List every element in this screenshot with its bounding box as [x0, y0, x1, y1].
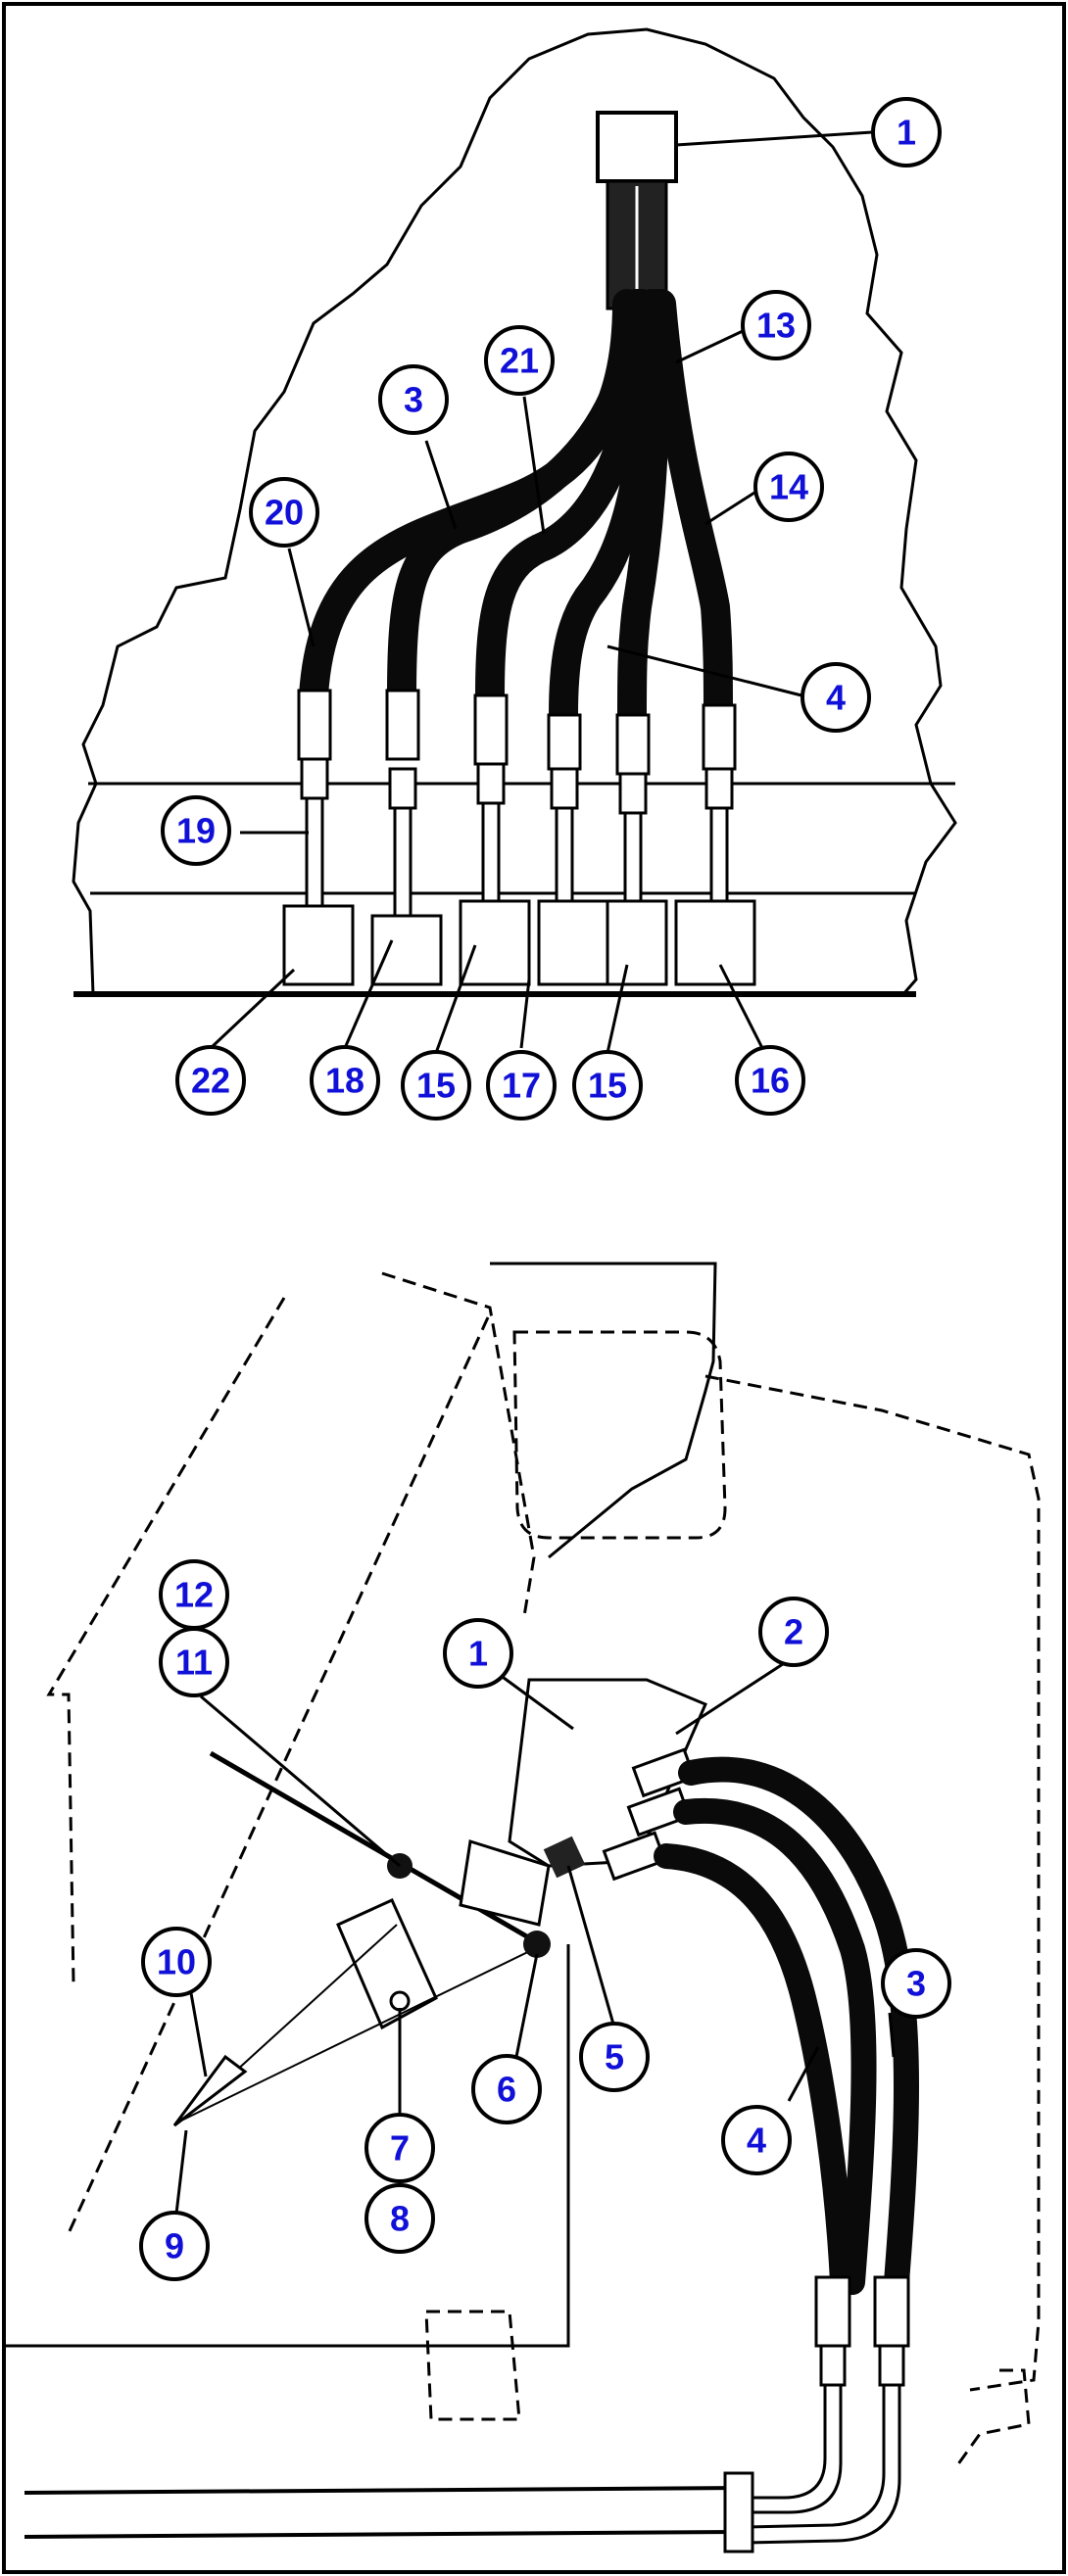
- top-callouts: 1 13 3 21 14 20 4 19 22 18 15 17 15 16: [161, 97, 942, 1121]
- tube-a: [745, 2385, 827, 2500]
- svg-text:12: 12: [174, 1575, 214, 1615]
- callout-1-bottom: 1: [443, 1618, 513, 1689]
- callout-5: 5: [579, 2022, 650, 2092]
- callout-15-a: 15: [401, 1050, 471, 1121]
- callout-13: 13: [741, 290, 811, 360]
- lever-tip: [172, 2054, 248, 2127]
- tube-c: [744, 2385, 886, 2529]
- top-hose-fittings: [297, 689, 737, 815]
- svg-text:7: 7: [390, 2128, 410, 2169]
- callout-1-top: 1: [871, 97, 942, 167]
- svg-text:13: 13: [756, 306, 796, 346]
- top-valve-blocks: [282, 899, 756, 986]
- valve-lower: [459, 1839, 551, 1927]
- dashed-outline-left-b: [67, 1316, 490, 2234]
- callout-9: 9: [139, 2211, 210, 2281]
- svg-text:1: 1: [897, 113, 916, 153]
- bottom-callouts: 12 11 1 2 10 3 5 6 4 7 8 9: [139, 1559, 951, 2281]
- dashed-window: [512, 1330, 727, 1540]
- svg-text:14: 14: [769, 467, 808, 507]
- callout-6: 6: [471, 2054, 542, 2124]
- svg-text:6: 6: [497, 2070, 516, 2110]
- callout-2: 2: [758, 1597, 829, 1667]
- top-view: 1 13 3 21 14 20 4 19 22 18 15 17 15 16: [72, 27, 957, 1121]
- tube-b: [745, 2385, 843, 2514]
- dashed-outline-left-a: [46, 1297, 286, 1984]
- callout-3-top: 3: [378, 364, 449, 435]
- callout-14: 14: [753, 452, 824, 522]
- bottom-hose-end-fittings: [814, 2275, 910, 2387]
- svg-text:4: 4: [747, 2121, 766, 2161]
- dashed-lower-box: [424, 2310, 521, 2421]
- callout-19: 19: [161, 795, 231, 866]
- svg-text:17: 17: [502, 1066, 541, 1106]
- frame-rail-top: [24, 2486, 746, 2495]
- pivot-bolt-7: [389, 1990, 411, 2012]
- svg-text:20: 20: [265, 493, 304, 533]
- bottom-hoses: [654, 1756, 919, 2295]
- callout-12: 12: [159, 1559, 229, 1630]
- svg-text:15: 15: [416, 1066, 456, 1106]
- manifold-block: [596, 111, 678, 183]
- callout-11: 11: [159, 1627, 229, 1697]
- top-leaders: [209, 130, 873, 1054]
- dashed-outline-top: [381, 1271, 536, 1617]
- bottom-fittings: [602, 1747, 697, 1882]
- svg-text:18: 18: [325, 1061, 364, 1101]
- valve-port-5: [543, 1836, 586, 1879]
- callout-18: 18: [310, 1045, 380, 1116]
- svg-text:22: 22: [191, 1061, 230, 1101]
- svg-text:4: 4: [826, 678, 846, 718]
- callout-17: 17: [486, 1050, 557, 1121]
- callout-20: 20: [249, 477, 319, 548]
- svg-text:10: 10: [157, 1942, 196, 1982]
- callout-22: 22: [175, 1045, 246, 1116]
- callout-15-b: 15: [572, 1050, 643, 1121]
- top-breakout-outline: [72, 27, 957, 995]
- callout-8: 8: [364, 2183, 435, 2254]
- panel-lower: [5, 1944, 570, 2348]
- svg-text:5: 5: [605, 2037, 624, 2077]
- callout-21: 21: [484, 325, 555, 396]
- svg-text:2: 2: [784, 1612, 803, 1652]
- svg-text:15: 15: [588, 1066, 627, 1106]
- tube-clamp: [723, 2471, 754, 2553]
- svg-text:11: 11: [175, 1643, 213, 1683]
- callout-4-top: 4: [801, 662, 871, 733]
- svg-text:3: 3: [906, 1964, 926, 2004]
- top-hoses: [299, 289, 733, 730]
- callout-3-bottom: 3: [881, 1948, 951, 2019]
- control-rod: [209, 1750, 551, 1952]
- frame-rail-bottom: [24, 2530, 736, 2539]
- callout-4-bottom: 4: [721, 2105, 792, 2175]
- callout-7: 7: [364, 2113, 435, 2183]
- svg-text:9: 9: [165, 2226, 184, 2266]
- svg-text:16: 16: [751, 1061, 790, 1101]
- tube-d: [744, 2385, 901, 2545]
- callout-16: 16: [735, 1045, 805, 1116]
- mounting-bracket: [336, 1898, 438, 2030]
- bottom-leaders: [174, 1658, 896, 2215]
- pivot-nut-6: [523, 1931, 551, 1958]
- svg-text:21: 21: [500, 341, 539, 381]
- svg-text:1: 1: [468, 1634, 488, 1674]
- bottom-view: 12 11 1 2 10 3 5 6 4 7 8 9: [5, 1262, 1041, 2553]
- link-line-a: [180, 1943, 545, 2122]
- dashed-outline-right: [704, 1374, 1041, 2392]
- panel-outline: [490, 1262, 717, 1559]
- dashed-lower-right: [953, 2368, 1031, 2469]
- svg-text:8: 8: [390, 2199, 410, 2239]
- svg-text:19: 19: [176, 811, 216, 851]
- svg-text:3: 3: [404, 380, 423, 420]
- callout-10: 10: [141, 1927, 212, 1997]
